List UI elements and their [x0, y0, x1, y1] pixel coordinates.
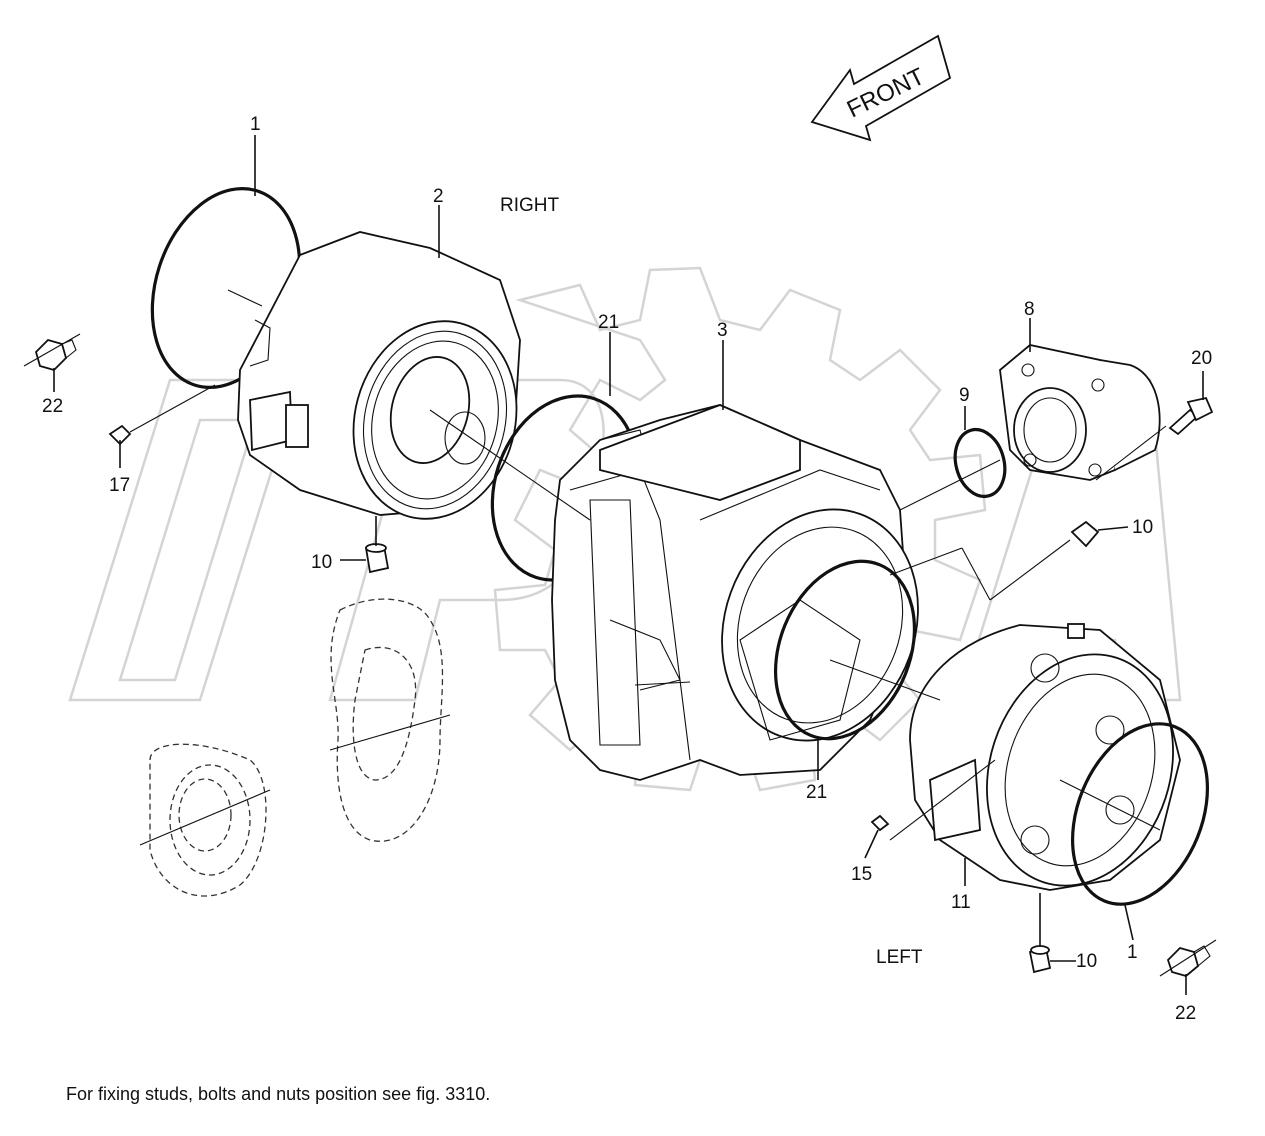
- callout-3: 3: [717, 320, 728, 341]
- callout-21-lower: 21: [806, 782, 827, 803]
- callout-22-right: 22: [42, 396, 63, 417]
- callout-15: 15: [851, 864, 872, 885]
- plug-10-right: [364, 543, 390, 574]
- central-housing: [551, 404, 919, 781]
- right-housing: [227, 231, 521, 520]
- callout-9: 9: [959, 385, 970, 406]
- footer-note: For fixing studs, bolts and nuts positio…: [66, 1084, 491, 1104]
- callout-numbers: 1 2 21 3 8 9 20 22 17 10 10 21 15 11 10 …: [42, 114, 1212, 1024]
- side-label-right: RIGHT: [500, 195, 560, 216]
- callout-8: 8: [1024, 299, 1035, 320]
- bolt-20: [1168, 396, 1214, 436]
- plug-22-left: [1166, 945, 1211, 977]
- plug-15: [870, 814, 890, 832]
- left-housing: [909, 623, 1181, 891]
- o-ring-small: [953, 427, 1007, 499]
- plug-10-mid: [1070, 520, 1100, 548]
- callout-21-upper: 21: [598, 312, 619, 333]
- plug-10-left: [1028, 945, 1052, 974]
- callout-10-left: 10: [1076, 951, 1097, 972]
- callout-20: 20: [1191, 348, 1212, 369]
- leader-lines: [23, 135, 1217, 995]
- callout-17: 17: [109, 475, 130, 496]
- callout-1-right: 1: [250, 114, 261, 135]
- side-label-left: LEFT: [876, 947, 923, 968]
- callout-10-mid: 10: [1132, 517, 1153, 538]
- front-arrow: FRONT: [810, 34, 952, 142]
- o-ring-center-lower: [773, 559, 917, 741]
- dashed-reference-parts: [139, 598, 451, 897]
- callout-22-left: 22: [1175, 1003, 1196, 1024]
- callout-1-left: 1: [1127, 942, 1138, 963]
- callout-11: 11: [951, 892, 971, 913]
- callout-2: 2: [433, 186, 444, 207]
- plug-22-right: [34, 338, 77, 372]
- plug-17: [108, 424, 132, 446]
- callout-10-right: 10: [311, 552, 332, 573]
- flange-cover: [999, 344, 1161, 481]
